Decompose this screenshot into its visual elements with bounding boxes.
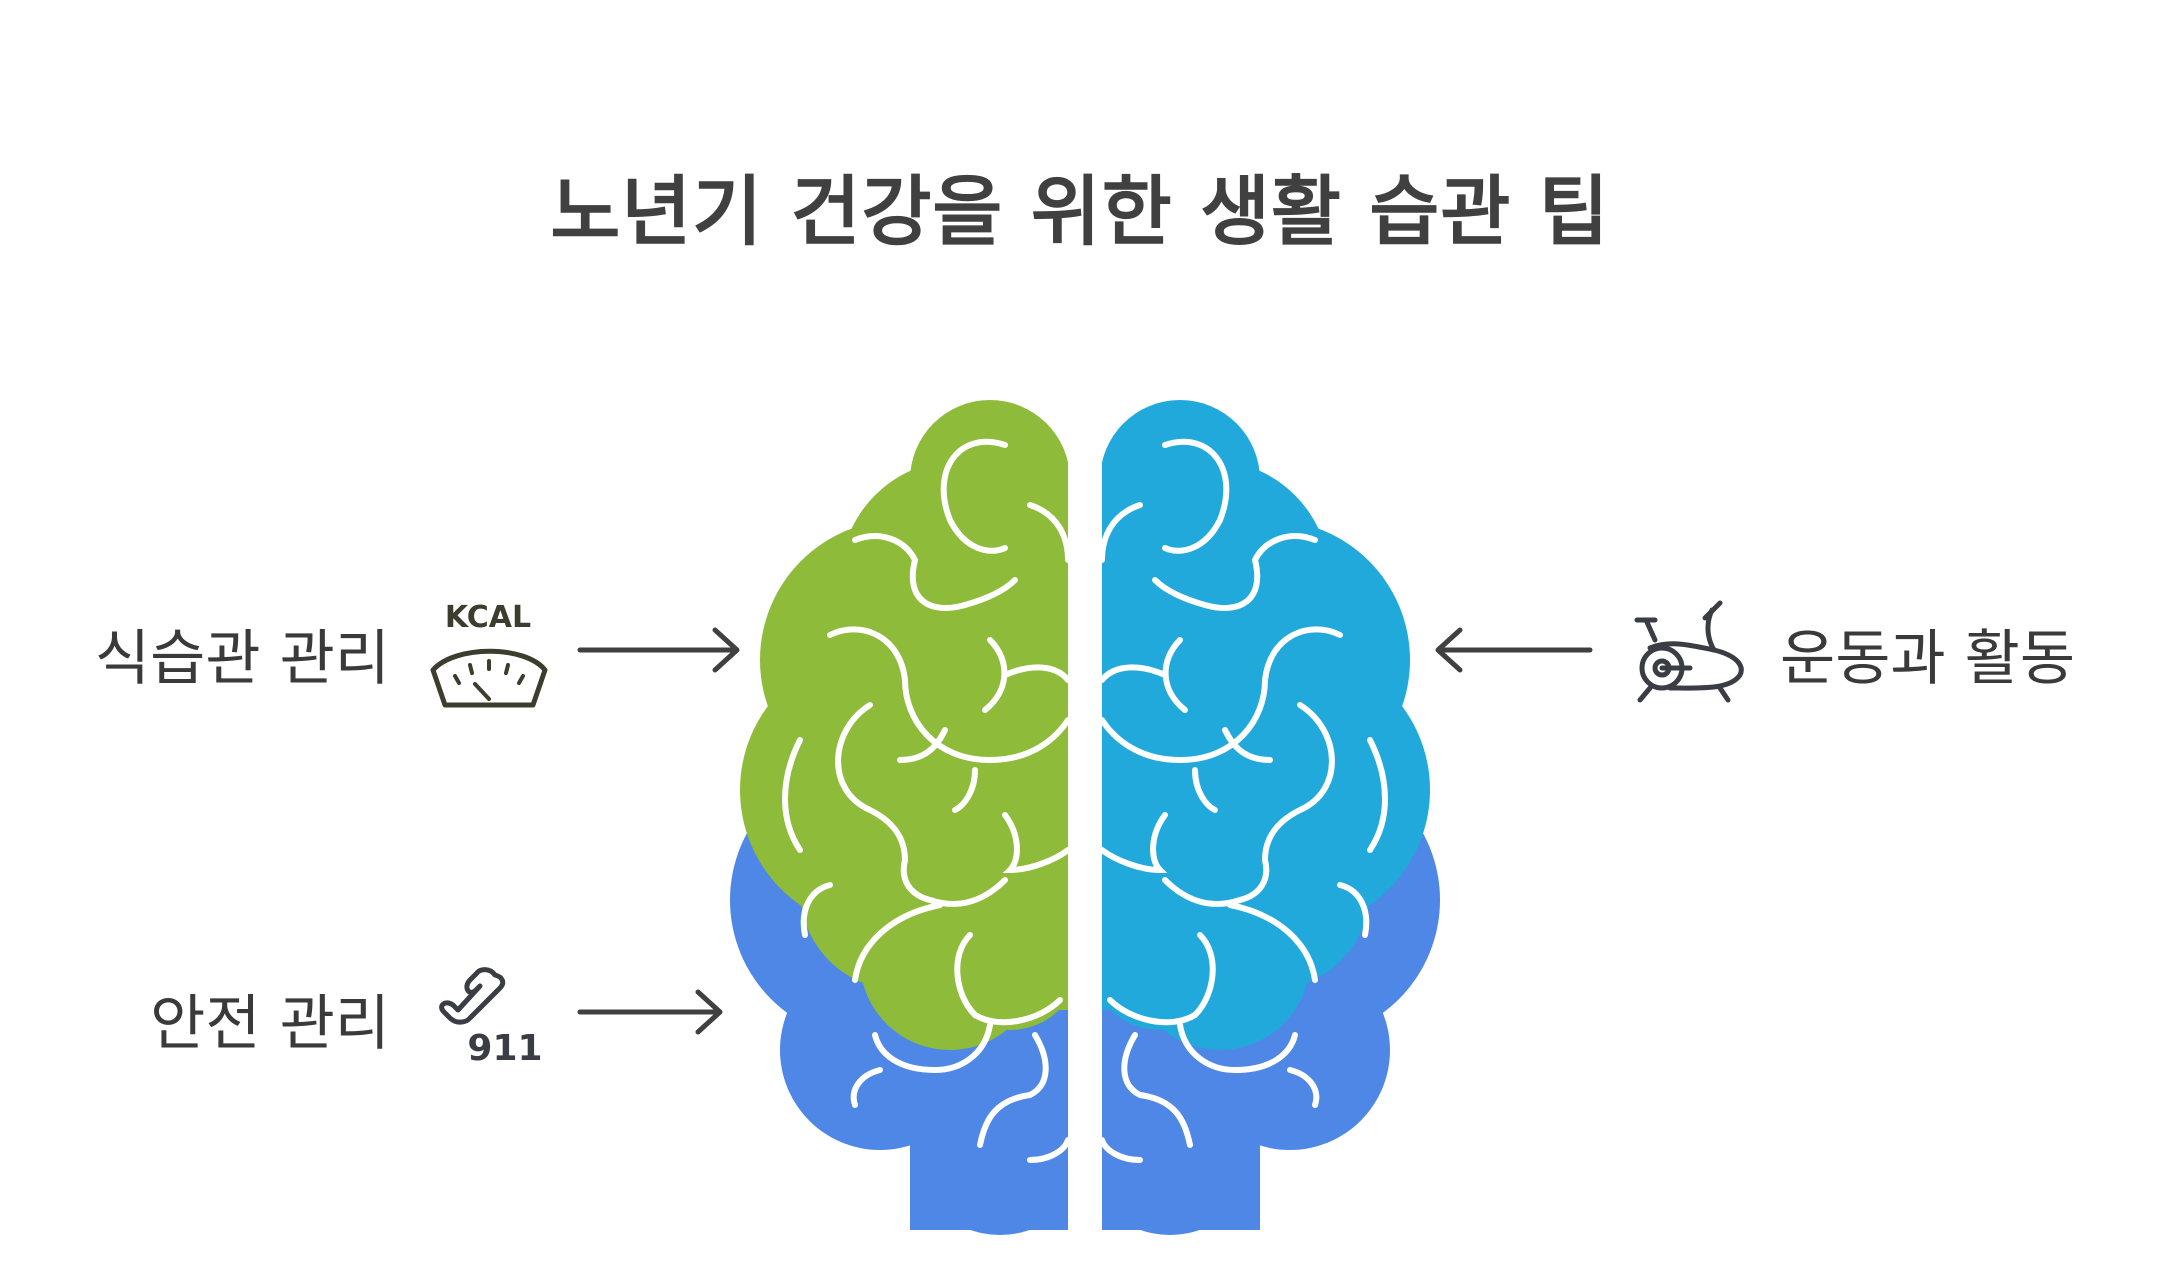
page-title: 노년기 건강을 위한 생활 습관 팁 (550, 167, 1610, 256)
left-hemisphere (730, 400, 1068, 1235)
arrow-safety (577, 989, 723, 1035)
kcal-scale-icon: KCAL (430, 600, 548, 708)
arrow-diet (577, 627, 740, 673)
arrow-exercise (1435, 627, 1593, 673)
right-upper-lobe (1102, 400, 1430, 1050)
exercise-bike-icon (1634, 600, 1744, 703)
emergency-phone-icon: 911 (439, 967, 543, 1069)
label-exercise: 운동과 활동 (1780, 624, 2076, 694)
label-diet: 식습관 관리 (94, 624, 390, 694)
right-hemisphere (1102, 400, 1440, 1235)
phone-icon-text: 911 (467, 1028, 542, 1069)
kcal-icon-text: KCAL (445, 600, 531, 635)
label-safety: 안전 관리 (150, 989, 390, 1059)
